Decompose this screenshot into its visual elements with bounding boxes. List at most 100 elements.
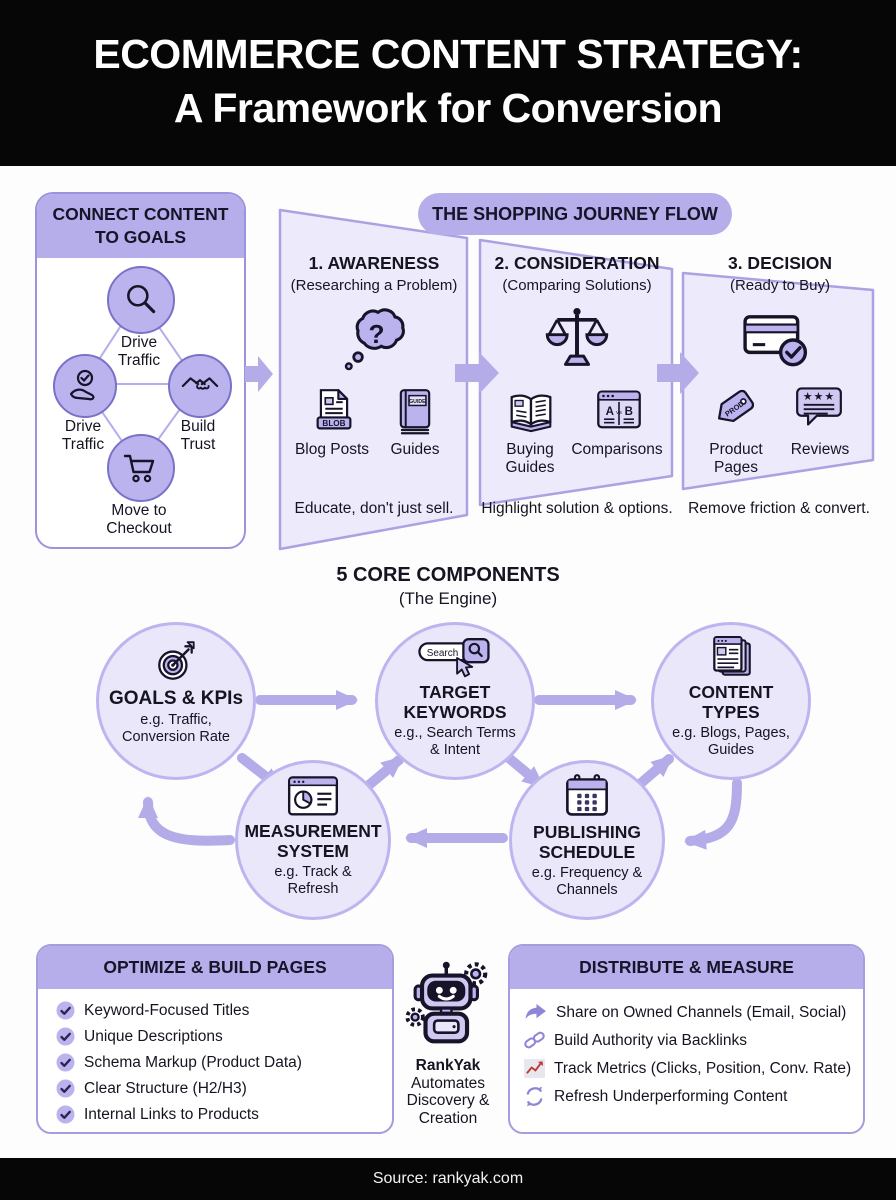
- check-circle-icon: [56, 1105, 75, 1124]
- refresh-cycle-icon: [524, 1086, 545, 1107]
- stage1-title: 1. AWARENESS: [308, 253, 440, 273]
- component-example: e.g., Search Terms & Intent: [394, 724, 516, 759]
- guide-book-icon: GUIDE: [399, 389, 431, 435]
- analytics-pie-icon: [287, 776, 339, 816]
- magnifier-icon: [127, 285, 156, 314]
- engine-subtitle: (The Engine): [398, 589, 498, 608]
- check-circle-icon: [56, 1053, 75, 1072]
- optimize-box: OPTIMIZE & BUILD PAGES Keyword-Focused T…: [36, 944, 394, 1134]
- list-item: Share on Owned Channels (Email, Social): [524, 1003, 853, 1022]
- stage2-item2-label: Comparisons: [571, 441, 663, 458]
- list-item: Keyword-Focused Titles: [56, 1001, 376, 1020]
- component-publishing-schedule: PUBLISHING SCHEDULE e.g. Frequency & Cha…: [509, 760, 665, 920]
- list-item: Unique Descriptions: [56, 1027, 376, 1046]
- header-banner: ECOMMERCE CONTENT STRATEGY: A Framework …: [0, 0, 896, 166]
- stage1-tagline: Educate, don't just sell.: [294, 500, 454, 517]
- stage1-item2-label: Guides: [390, 441, 440, 458]
- list-item-text: Build Authority via Backlinks: [554, 1031, 747, 1049]
- component-example: e.g. Track & Refresh: [274, 863, 352, 898]
- distribute-box: DISTRIBUTE & MEASURE Share on Owned Chan…: [508, 944, 865, 1134]
- check-circle-icon: [56, 1027, 75, 1046]
- mascot-name: RankYak: [415, 1057, 481, 1074]
- open-book-icon: [510, 394, 552, 433]
- link-chain-icon: [524, 1030, 545, 1051]
- node-build-trust: [168, 354, 232, 418]
- stage1-item1-label: Blog Posts: [294, 441, 370, 458]
- stacked-pages-icon: [713, 636, 751, 676]
- stage3-subtitle: (Ready to Buy): [729, 277, 831, 294]
- component-name: GOALS & KPIs: [108, 688, 244, 709]
- distribute-list: Share on Owned Channels (Email, Social) …: [510, 989, 863, 1107]
- connect-goals-box: CONNECT CONTENT TO GOALS: [35, 192, 246, 549]
- node-label-drive-traffic-left: Drive Traffic: [61, 418, 105, 453]
- ab-vs-text: vs: [616, 410, 622, 416]
- cart-icon: [123, 454, 155, 483]
- ab-b-text: B: [625, 406, 633, 418]
- component-measurement-system: MEASUREMENT SYSTEM e.g. Track & Refresh: [235, 760, 391, 920]
- stage2-item1-label: Buying Guides: [505, 441, 555, 476]
- list-item-text: Clear Structure (H2/H3): [84, 1079, 247, 1097]
- connect-goals-title: CONNECT CONTENT TO GOALS: [37, 194, 244, 258]
- node-drive-traffic-left: [53, 354, 117, 418]
- component-example: e.g. Blogs, Pages, Guides: [672, 724, 790, 759]
- search-bar-icon: Search: [418, 638, 490, 678]
- robot-icon: [405, 961, 488, 1044]
- stage3-item1-label: Product Pages: [709, 441, 763, 476]
- component-example: e.g. Frequency & Channels: [531, 864, 643, 899]
- stage2-tagline: Highlight solution & options.: [481, 500, 673, 517]
- engine-title: 5 CORE COMPONENTS: [336, 564, 560, 586]
- stage3-title: 3. DECISION: [727, 253, 833, 273]
- target-dart-icon: [158, 641, 195, 680]
- balance-scale-icon: [545, 307, 609, 366]
- share-arrow-icon: [524, 1003, 547, 1022]
- arrow-stage2-to-stage3: [657, 352, 699, 394]
- node-move-checkout: [107, 434, 175, 502]
- awareness-panel: [278, 208, 469, 551]
- list-item-text: Internal Links to Products: [84, 1105, 259, 1123]
- list-item-text: Share on Owned Channels (Email, Social): [556, 1003, 847, 1021]
- distribute-title: DISTRIBUTE & MEASURE: [510, 946, 863, 989]
- decision-panel: [681, 271, 875, 491]
- blog-document-icon: BLOB: [316, 389, 352, 430]
- stage3-tagline: Remove friction & convert.: [688, 500, 870, 517]
- list-item-text: Unique Descriptions: [84, 1027, 223, 1045]
- list-item: Internal Links to Products: [56, 1105, 376, 1124]
- component-name: CONTENT TYPES: [688, 682, 774, 722]
- blog-badge-text: BLOB: [322, 419, 345, 428]
- mascot-caption: Automates Discovery & Creation: [406, 1075, 490, 1127]
- stage2-title: 2. CONSIDERATION: [494, 253, 660, 273]
- optimize-list: Keyword-Focused Titles Unique Descriptio…: [38, 989, 392, 1124]
- arrow-stage1-to-stage2: [455, 352, 499, 394]
- list-item: Schema Markup (Product Data): [56, 1053, 376, 1072]
- handshake-icon: [181, 377, 219, 390]
- list-item-text: Refresh Underperforming Content: [554, 1087, 788, 1105]
- journey-title: THE SHOPPING JOURNEY FLOW: [418, 193, 732, 235]
- svg-text:?: ?: [369, 319, 385, 349]
- calendar-icon: [566, 774, 608, 816]
- component-content-types: CONTENT TYPES e.g. Blogs, Pages, Guides: [651, 622, 811, 780]
- mascot-block: RankYak Automates Discovery & Creation: [394, 960, 502, 1127]
- price-tag-icon: PROD: [717, 389, 755, 423]
- guide-badge-text: GUIDE: [409, 399, 426, 405]
- component-name: TARGET KEYWORDS: [403, 682, 507, 722]
- component-goals-kpis: GOALS & KPIs e.g. Traffic, Conversion Ra…: [96, 622, 256, 780]
- list-item-text: Keyword-Focused Titles: [84, 1001, 250, 1019]
- ab-comparison-icon: A vs B: [597, 390, 641, 429]
- list-item: Track Metrics (Clicks, Position, Conv. R…: [524, 1059, 853, 1078]
- review-stars-text: ★★★: [803, 391, 836, 403]
- line-chart-icon: [524, 1059, 545, 1078]
- component-example: e.g. Traffic, Conversion Rate: [122, 711, 230, 746]
- search-label-text: Search: [427, 648, 458, 659]
- stage2-subtitle: (Comparing Solutions): [502, 277, 652, 294]
- stage1-subtitle: (Researching a Problem): [290, 277, 458, 294]
- list-item: Refresh Underperforming Content: [524, 1086, 853, 1107]
- journey-panels: [278, 208, 875, 551]
- credit-card-check-icon: [743, 315, 808, 367]
- node-label-build-trust: Build Trust: [180, 418, 216, 453]
- stage3-item2-label: Reviews: [790, 441, 850, 458]
- node-label-move-checkout: Move to Checkout: [106, 502, 172, 537]
- component-name: MEASUREMENT SYSTEM: [244, 821, 382, 861]
- component-name: PUBLISHING SCHEDULE: [533, 822, 641, 862]
- check-circle-icon: [56, 1001, 75, 1020]
